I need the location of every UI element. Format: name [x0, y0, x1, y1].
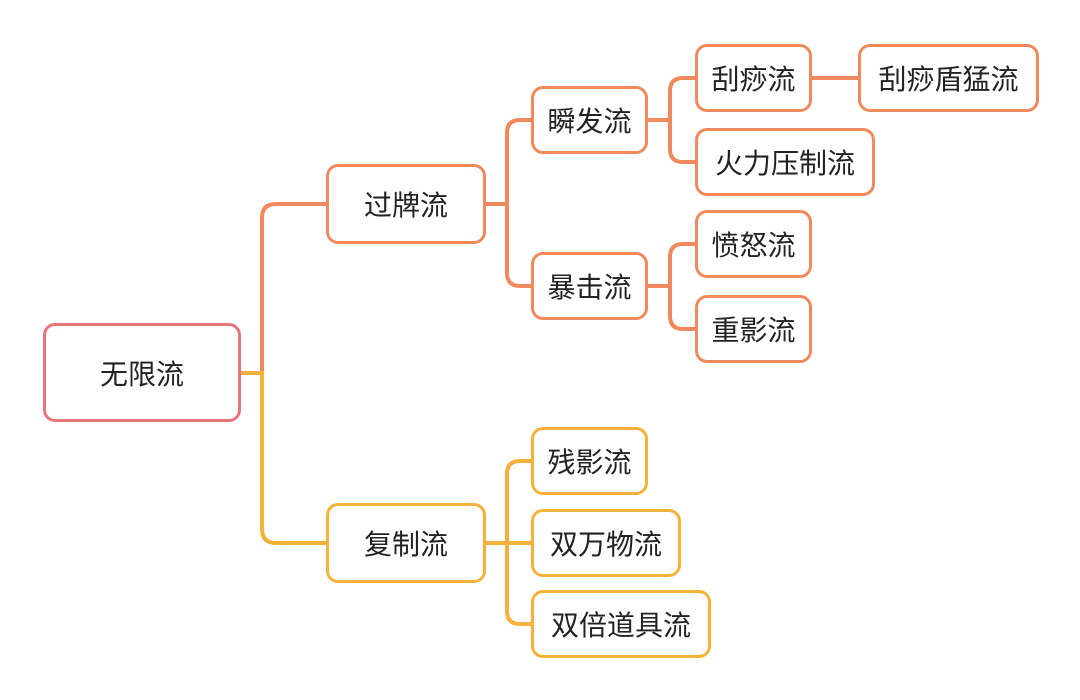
- node-shuangbei[interactable]: 双倍道具流: [531, 590, 711, 658]
- link-shunfa-huoli: [648, 118, 697, 164]
- link-guopai-baoji: [486, 202, 533, 288]
- link-fuzhi-canying: [486, 459, 533, 545]
- node-fennu[interactable]: 愤怒流: [695, 210, 812, 278]
- node-baoji[interactable]: 暴击流: [531, 252, 648, 320]
- link-root-branch-b: [241, 371, 328, 545]
- link-guopai-shunfa: [486, 118, 533, 206]
- link-fuzhi-shuangbei: [486, 541, 533, 626]
- link-root-branch-a: [241, 202, 328, 375]
- node-shunfa[interactable]: 瞬发流: [531, 86, 648, 154]
- node-chongying[interactable]: 重影流: [695, 295, 812, 363]
- link-shunfa-guasha: [648, 76, 697, 122]
- node-guasha[interactable]: 刮痧流: [695, 44, 812, 112]
- link-baoji-fennu: [648, 242, 697, 288]
- node-branch-b[interactable]: 复制流: [326, 503, 486, 583]
- node-canying[interactable]: 残影流: [531, 427, 648, 495]
- node-guasha-dunmeng[interactable]: 刮痧盾猛流: [858, 44, 1039, 112]
- node-branch-a[interactable]: 过牌流: [326, 164, 486, 244]
- link-baoji-chongying: [648, 284, 697, 331]
- node-huoli[interactable]: 火力压制流: [695, 128, 875, 196]
- node-shuangwanwu[interactable]: 双万物流: [531, 509, 681, 577]
- node-root[interactable]: 无限流: [43, 323, 241, 422]
